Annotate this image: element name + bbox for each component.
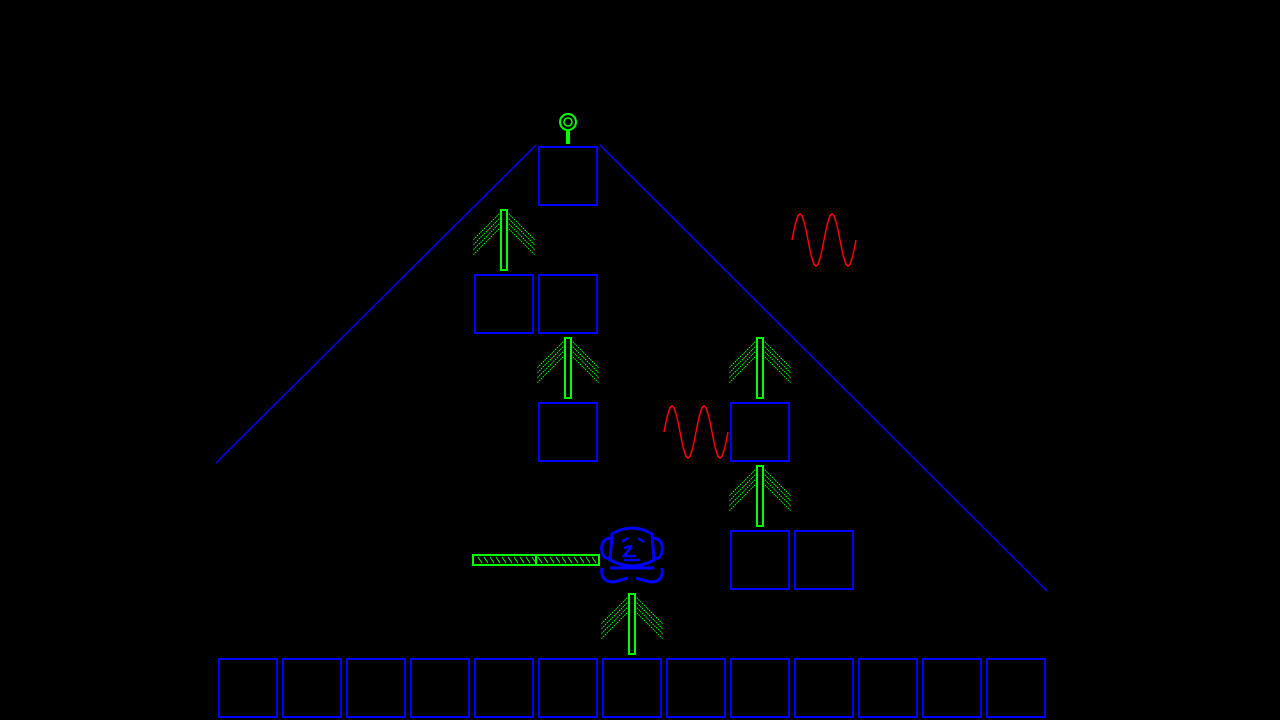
- block: [538, 146, 598, 206]
- platform-hatch: [489, 556, 495, 564]
- up-arrow-icon: [728, 337, 792, 399]
- block: [346, 658, 406, 718]
- block: [794, 658, 854, 718]
- player-head: [608, 526, 656, 568]
- platform-hatch: [519, 556, 525, 564]
- platform-hatch: [543, 556, 549, 564]
- platform-hatch: [567, 556, 573, 564]
- player-character: [600, 526, 664, 584]
- platform-hatch: [537, 556, 543, 564]
- block: [410, 658, 470, 718]
- platform-hatch: [507, 556, 513, 564]
- block: [986, 658, 1046, 718]
- player-feet: [600, 566, 664, 584]
- platform-hatch: [585, 556, 591, 564]
- red-wave-hazard: [663, 405, 729, 459]
- platform-hatch: [549, 556, 555, 564]
- up-arrows: [472, 209, 792, 655]
- block: [922, 658, 982, 718]
- up-arrow-icon: [600, 593, 664, 655]
- block: [858, 658, 918, 718]
- platform-hatch: [561, 556, 567, 564]
- platform-hatch: [501, 556, 507, 564]
- platform-hatch: [513, 556, 519, 564]
- platform-hatch: [525, 556, 531, 564]
- block: [538, 274, 598, 334]
- platform-hatch: [555, 556, 561, 564]
- block: [282, 658, 342, 718]
- block: [602, 658, 662, 718]
- goal-flag-icon: [559, 113, 577, 144]
- block: [474, 274, 534, 334]
- block: [794, 530, 854, 590]
- slope-line-left: [215, 144, 537, 464]
- slope-line-right: [599, 144, 1048, 592]
- wave-hazards: [663, 213, 857, 459]
- hatched-platform: [472, 554, 600, 566]
- player-ear-left: [600, 536, 611, 560]
- block: [730, 402, 790, 462]
- platform-hatch: [591, 556, 597, 564]
- block: [730, 658, 790, 718]
- block: [666, 658, 726, 718]
- up-arrow-icon: [728, 465, 792, 527]
- block: [538, 658, 598, 718]
- player-ear-right: [653, 536, 664, 560]
- up-arrow-icon: [536, 337, 600, 399]
- red-wave-hazard: [791, 213, 857, 267]
- player-face: [621, 536, 645, 562]
- platform-hatch: [573, 556, 579, 564]
- goal-ring-inner: [563, 117, 573, 127]
- platform-hatch: [531, 556, 537, 564]
- platform-hatch: [579, 556, 585, 564]
- platform-hatch: [477, 556, 483, 564]
- block: [730, 530, 790, 590]
- goal-pole: [566, 130, 570, 144]
- up-arrow-icon: [472, 209, 536, 271]
- platform-hatch: [495, 556, 501, 564]
- block: [218, 658, 278, 718]
- block: [474, 658, 534, 718]
- goal-ring-outer: [559, 113, 577, 131]
- blocks: [218, 146, 1046, 718]
- slope-lines: [215, 144, 1048, 592]
- block: [538, 402, 598, 462]
- platform-hatch: [483, 556, 489, 564]
